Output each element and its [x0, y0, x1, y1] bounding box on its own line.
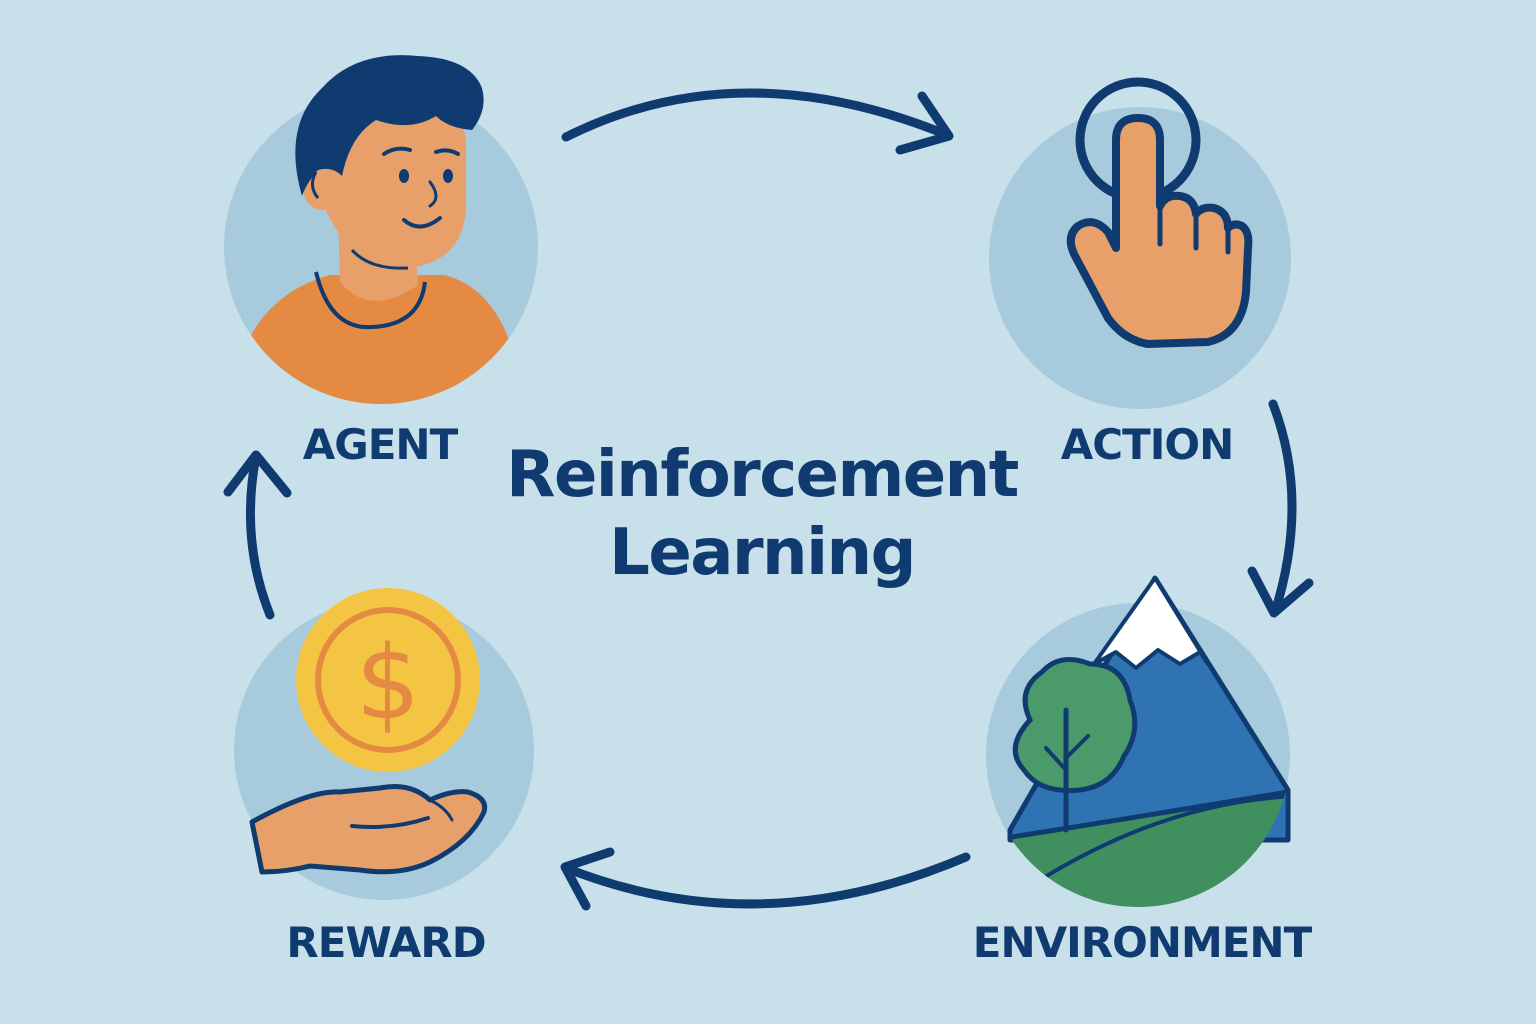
arrow-action-to-environment	[1268, 399, 1297, 617]
agent-node	[224, 55, 538, 404]
arrowhead-reward-to-agent	[223, 450, 292, 498]
reward-label: REWARD	[286, 918, 486, 967]
coin-symbol: $	[356, 624, 421, 743]
agent-label: AGENT	[302, 420, 458, 469]
action-label: ACTION	[1060, 420, 1234, 469]
arrow-reward-to-agent	[245, 451, 275, 620]
person-icon	[230, 55, 522, 404]
arrow-agent-to-action	[561, 88, 952, 142]
diagram-title: Reinforcement Learning	[506, 436, 1019, 592]
title-line-2: Learning	[609, 516, 916, 591]
arrow-environment-to-reward	[561, 852, 971, 909]
cycle-arrows	[223, 88, 1314, 911]
pointing-hand-icon	[1066, 77, 1253, 348]
title-line-1: Reinforcement	[506, 438, 1019, 512]
environment-label: ENVIRONMENT	[972, 918, 1312, 967]
reward-node: $	[234, 588, 534, 900]
arrowhead-agent-to-action	[895, 91, 954, 155]
arrowhead-action-to-environment	[1247, 566, 1314, 618]
arrowhead-environment-to-reward	[560, 847, 615, 911]
coin-in-hand-icon: $	[249, 588, 488, 875]
action-node	[989, 77, 1291, 409]
